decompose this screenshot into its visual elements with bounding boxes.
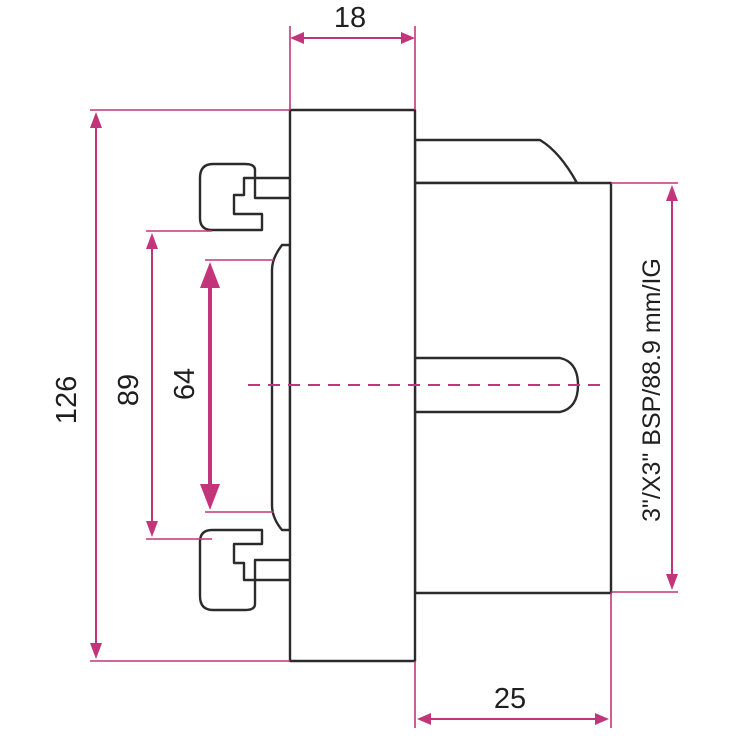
dimension-inner-height: 89 xyxy=(113,230,212,540)
rear-shoulder xyxy=(413,138,579,185)
label-overall-height: 126 xyxy=(51,376,83,424)
lower-claw-lug xyxy=(198,528,292,612)
dimension-overall-height: 126 xyxy=(51,109,290,662)
seal-ring xyxy=(270,243,292,532)
label-thread-spec: 3"/X3" BSP/88.9 mm/IG xyxy=(638,258,666,522)
label-inner-height: 89 xyxy=(113,374,145,406)
dimension-bore-height: 64 xyxy=(169,259,274,513)
dimension-top-width: 18 xyxy=(289,2,416,110)
label-top-width: 18 xyxy=(334,2,366,34)
dimension-thread: 3"/X3" BSP/88.9 mm/IG xyxy=(611,182,678,593)
label-bore-height: 64 xyxy=(169,368,201,400)
label-bottom-width: 25 xyxy=(494,683,526,715)
dimension-bottom-width: 25 xyxy=(414,593,612,728)
upper-claw-lug xyxy=(198,162,292,232)
